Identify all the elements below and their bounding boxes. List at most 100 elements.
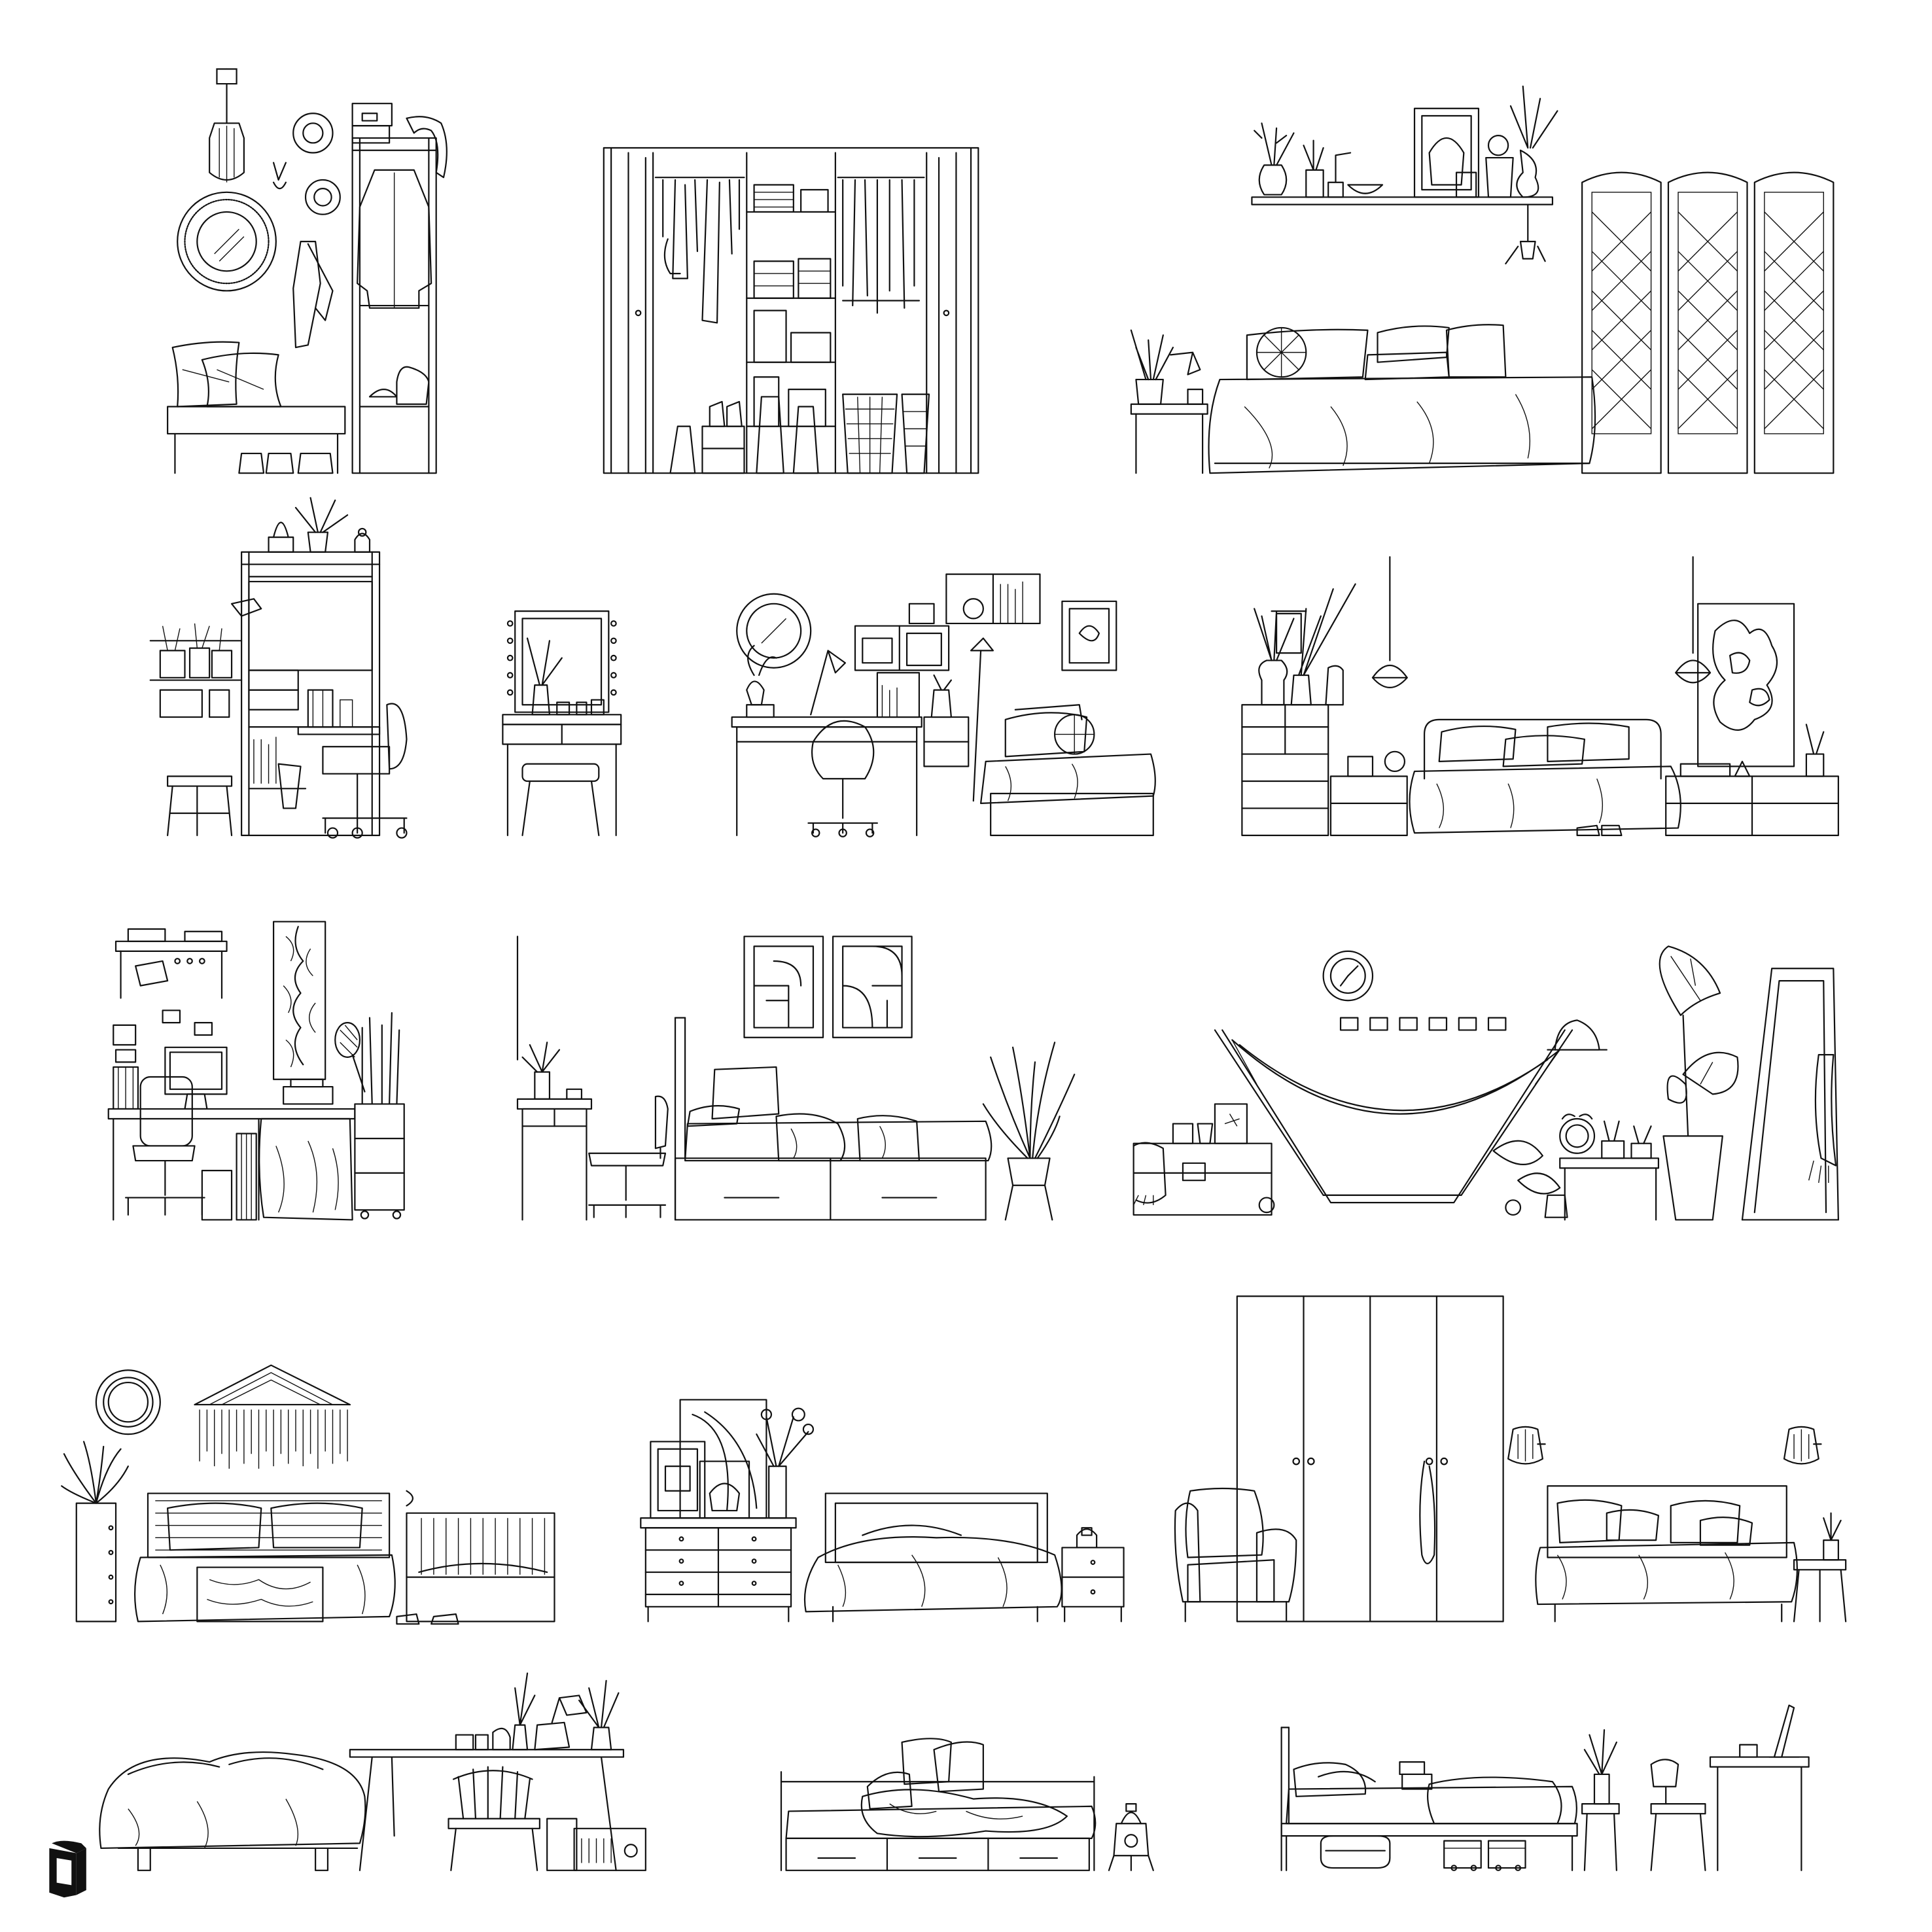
baskets bbox=[843, 395, 929, 474]
macrame bbox=[195, 1365, 350, 1469]
bed bbox=[135, 1494, 395, 1622]
desk bbox=[350, 1749, 624, 1871]
wardrobe bbox=[1237, 1296, 1503, 1621]
vignette-shelving-desk bbox=[150, 498, 407, 838]
vignette-entryway bbox=[167, 69, 447, 473]
bed bbox=[1536, 1486, 1797, 1621]
chest-of-drawers bbox=[1242, 705, 1328, 835]
folding-screen bbox=[1582, 173, 1833, 474]
cushions bbox=[173, 342, 281, 407]
shoes bbox=[239, 453, 332, 473]
double-bed bbox=[1409, 720, 1680, 835]
vignette-bedroom-screen bbox=[1131, 86, 1833, 473]
vignette-bed-desk bbox=[99, 1674, 646, 1871]
folded-clothes bbox=[754, 184, 831, 426]
swivel-chair bbox=[808, 721, 877, 837]
vases bbox=[1254, 584, 1355, 705]
stool bbox=[523, 764, 599, 835]
bed bbox=[99, 1752, 365, 1871]
vignette-study-corner bbox=[109, 922, 404, 1220]
lamp bbox=[535, 1695, 586, 1749]
planter bbox=[61, 1441, 128, 1621]
tall-plants bbox=[335, 1013, 399, 1104]
vignette-double-bedroom bbox=[1242, 557, 1838, 835]
wall-hooks bbox=[293, 241, 332, 347]
hat bbox=[1547, 1020, 1606, 1049]
slippers bbox=[396, 1614, 458, 1624]
stool bbox=[167, 776, 232, 835]
abstract-art bbox=[1698, 604, 1794, 767]
single-bed bbox=[981, 705, 1155, 835]
alarm-clock bbox=[1560, 1114, 1594, 1153]
trunk bbox=[1134, 1104, 1272, 1214]
lamp bbox=[1077, 1528, 1097, 1547]
dresser bbox=[641, 1518, 796, 1621]
hanging-clothes bbox=[663, 180, 919, 323]
hats bbox=[273, 113, 340, 214]
round-mirror bbox=[177, 192, 276, 291]
floor-mirror bbox=[1742, 968, 1838, 1220]
wall-rail bbox=[150, 599, 261, 717]
bed bbox=[805, 1494, 1062, 1622]
floor-plant bbox=[983, 1042, 1074, 1220]
vignette-bunk-desk bbox=[1282, 1705, 1809, 1870]
nightstand bbox=[1131, 330, 1208, 473]
vignette-nursery bbox=[61, 1365, 554, 1624]
geometric-art bbox=[745, 936, 912, 1037]
chair bbox=[589, 1097, 668, 1218]
round-mirror bbox=[96, 1370, 160, 1434]
vignette-dresser-bed bbox=[641, 1399, 1123, 1621]
brand-logo bbox=[49, 1840, 86, 1898]
bed bbox=[1282, 1727, 1577, 1870]
frame bbox=[1062, 601, 1116, 670]
wall-cubes bbox=[855, 574, 1040, 717]
vignette-hammock-room bbox=[1134, 946, 1838, 1220]
spindle-chair bbox=[449, 1767, 540, 1871]
vanity-mirror bbox=[508, 611, 616, 712]
office-chair bbox=[323, 704, 406, 838]
vases bbox=[456, 1674, 619, 1750]
vignette-desk-bed bbox=[732, 574, 1155, 837]
sliding-doors bbox=[611, 148, 971, 473]
office-chair bbox=[126, 1077, 232, 1220]
vignette-wardrobe-bedroom bbox=[1175, 1296, 1846, 1621]
frames bbox=[1341, 1018, 1505, 1030]
storage-bed bbox=[675, 1018, 991, 1220]
bed bbox=[1209, 325, 1596, 473]
armchair bbox=[1175, 1488, 1296, 1621]
round-mirror bbox=[737, 594, 811, 668]
pendant-lamps bbox=[1373, 557, 1710, 688]
storage-bins bbox=[1321, 1836, 1526, 1871]
wall-lamps bbox=[1508, 1427, 1821, 1464]
pendant-lamp bbox=[209, 69, 244, 182]
vignette-daybed bbox=[781, 1738, 1153, 1871]
plant bbox=[1823, 1513, 1840, 1560]
watering-can bbox=[1109, 1804, 1153, 1871]
wall-shelf bbox=[1252, 86, 1557, 264]
desk bbox=[298, 690, 379, 735]
vignette-vanity bbox=[502, 611, 621, 835]
wall-clock bbox=[1324, 951, 1373, 1000]
crib bbox=[406, 1491, 554, 1622]
laptop bbox=[1769, 1705, 1799, 1757]
desk bbox=[1710, 1745, 1809, 1871]
vignette-kids-bed bbox=[518, 936, 1074, 1220]
side-desk bbox=[518, 1042, 591, 1220]
shoes-bags bbox=[671, 396, 818, 473]
hammock bbox=[1215, 1030, 1572, 1214]
plants bbox=[1494, 946, 1738, 1220]
radio bbox=[547, 1819, 646, 1871]
plant-stand bbox=[1582, 1730, 1619, 1871]
vignette-open-wardrobe bbox=[604, 148, 979, 473]
tall-shelf-top bbox=[269, 498, 370, 552]
nightstands bbox=[1331, 724, 1838, 835]
coat-rack bbox=[353, 138, 436, 473]
cabinet bbox=[355, 1104, 404, 1218]
storage-boxes bbox=[353, 103, 447, 177]
nightstand bbox=[1062, 1547, 1123, 1621]
side-table bbox=[1794, 1560, 1846, 1621]
pillows bbox=[868, 1738, 983, 1808]
floor-lamp bbox=[971, 639, 993, 801]
wall-shelf bbox=[116, 929, 226, 998]
